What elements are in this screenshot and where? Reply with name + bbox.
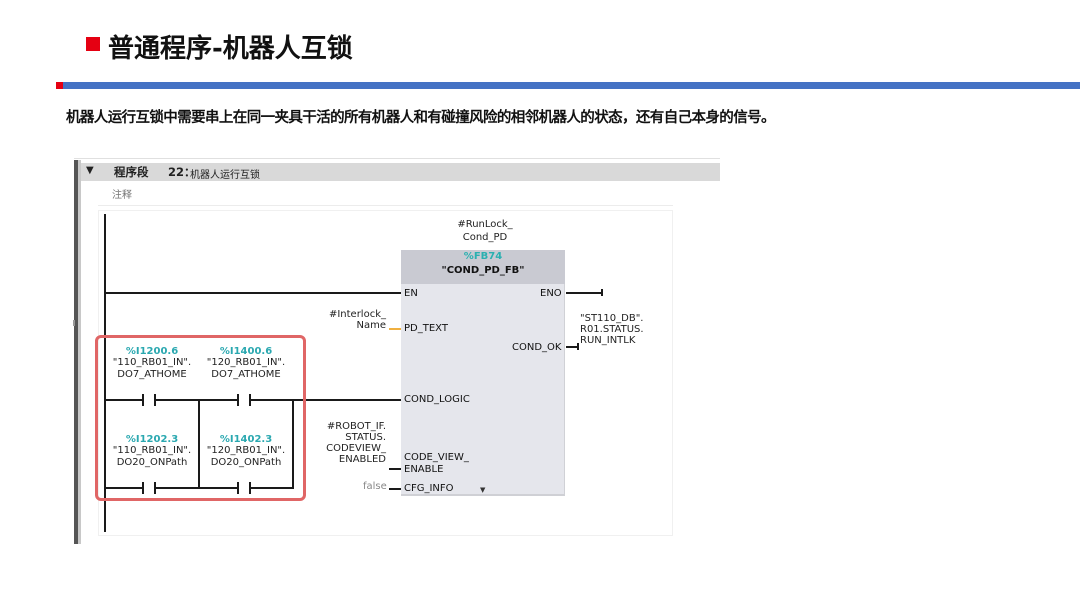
contact-bar — [249, 394, 251, 406]
pin-label-line-1: CODE_VIEW_ — [404, 452, 469, 463]
contact-4-label[interactable]: %I1402.3 "120_RB01_IN". DO20_ONPath — [199, 434, 293, 469]
editor-scrollbar[interactable] — [78, 160, 81, 544]
pin-cond-ok: COND_OK — [512, 342, 562, 353]
contact-bar — [154, 482, 156, 494]
contact-bar — [237, 394, 239, 406]
cfg-info-operand[interactable]: false — [363, 481, 387, 492]
operand-line-1: "ST110_DB". — [580, 313, 644, 324]
contact-1-label[interactable]: %I1200.6 "110_RB01_IN". DO7_ATHOME — [105, 346, 199, 381]
editor-left-rail — [74, 160, 78, 544]
slide-description: 机器人运行互锁中需要串上在同一夹具干活的所有机器人和有碰撞风险的相邻机器人的状态… — [66, 110, 776, 126]
contact-symbol-line-1: "120_RB01_IN". — [206, 357, 286, 368]
pd-text-operand[interactable]: #Interlock_ Name — [320, 309, 386, 331]
code-view-operand[interactable]: #ROBOT_IF. STATUS. CODEVIEW_ ENABLED — [320, 421, 386, 465]
comment-divider — [98, 205, 673, 206]
contact-symbol-line-2: DO7_ATHOME — [211, 369, 281, 380]
cond-ok-wire-end — [577, 343, 579, 350]
network-header[interactable] — [81, 163, 720, 181]
fb-instance-name[interactable]: #RunLock_ Cond_PD — [440, 218, 530, 244]
en-wire — [105, 292, 401, 294]
network-number: 22： — [168, 165, 196, 179]
header-rule — [63, 82, 1080, 89]
cond-logic-wire — [105, 399, 401, 401]
editor-divider — [74, 158, 720, 159]
contact-3-label[interactable]: %I1202.3 "110_RB01_IN". DO20_ONPath — [105, 434, 199, 469]
contact-symbol-line-2: DO7_ATHOME — [117, 369, 187, 380]
pin-en: EN — [404, 288, 418, 299]
instance-line-1: #RunLock_ — [457, 219, 513, 230]
eno-wire — [566, 292, 602, 294]
operand-line-2: R01.STATUS. — [580, 324, 644, 335]
left-power-rail — [104, 214, 106, 532]
collapse-triangle-icon[interactable]: ▼ — [86, 165, 94, 176]
contact-bar — [249, 482, 251, 494]
contact-symbol-line-2: DO20_ONPath — [210, 457, 282, 468]
title-bullet-icon — [86, 37, 100, 51]
scrollbar-grip-icon — [73, 320, 75, 326]
instance-line-2: Cond_PD — [462, 232, 508, 243]
pin-cond-logic: COND_LOGIC — [404, 394, 470, 405]
pin-eno: ENO — [540, 288, 562, 299]
slide-title: 普通程序-机器人互锁 — [108, 34, 353, 64]
parallel-branch-2 — [292, 399, 294, 489]
contact-symbol-line-1: "110_RB01_IN". — [112, 357, 192, 368]
contact-2-label[interactable]: %I1400.6 "120_RB01_IN". DO7_ATHOME — [199, 346, 293, 381]
operand-line-1: #Interlock_ — [328, 309, 386, 320]
contact-bar — [154, 394, 156, 406]
parallel-branch-1 — [198, 399, 200, 489]
pin-code-view-enable: CODE_VIEW_ ENABLE — [404, 452, 469, 476]
cond-ok-wire — [566, 346, 578, 348]
fb-name: "COND_PD_FB" — [441, 265, 525, 276]
contact-address: %I1400.6 — [219, 346, 273, 357]
contact-address: %I1402.3 — [219, 434, 273, 445]
contact-address: %I1202.3 — [125, 434, 179, 445]
contact-bar — [142, 482, 144, 494]
contact-2[interactable] — [237, 394, 251, 406]
operand-line-3: RUN_INTLK — [580, 335, 636, 346]
pin-label-line-2: ENABLE — [404, 464, 444, 475]
network-label: 程序段 — [114, 165, 149, 179]
contact-3[interactable] — [142, 482, 156, 494]
network-comment[interactable]: 注释 — [112, 190, 132, 201]
fb-number: %FB74 — [463, 251, 503, 262]
expand-pins-arrow-icon[interactable]: ▼ — [480, 486, 486, 494]
ladder-canvas[interactable] — [98, 210, 673, 536]
function-block[interactable] — [401, 250, 565, 496]
code-view-wire — [389, 468, 401, 470]
operand-line-3: CODEVIEW_ — [326, 443, 386, 454]
contact-bar — [142, 394, 144, 406]
cfg-info-wire — [389, 488, 401, 490]
network-title[interactable]: 机器人运行互锁 — [190, 170, 260, 181]
header-rule-accent — [56, 82, 63, 89]
operand-line-2: Name — [356, 320, 386, 331]
contact-address: %I1200.6 — [125, 346, 179, 357]
highlight-annotation-box — [95, 335, 306, 501]
eno-wire-end — [601, 289, 603, 296]
contact-symbol-line-1: "110_RB01_IN". — [112, 445, 192, 456]
contact-1[interactable] — [142, 394, 156, 406]
pd-text-wire — [389, 328, 401, 330]
cond-ok-operand[interactable]: "ST110_DB". R01.STATUS. RUN_INTLK — [580, 313, 644, 346]
pin-pd-text: PD_TEXT — [404, 323, 448, 334]
contact-symbol-line-1: "120_RB01_IN". — [206, 445, 286, 456]
contact-symbol-line-2: DO20_ONPath — [116, 457, 188, 468]
operand-line-4: ENABLED — [338, 454, 386, 465]
contact-bar — [237, 482, 239, 494]
function-block-header — [401, 250, 565, 284]
operand-line-2: STATUS. — [345, 432, 386, 443]
contact-4[interactable] — [237, 482, 251, 494]
pin-cfg-info: CFG_INFO — [404, 483, 454, 494]
operand-line-1: #ROBOT_IF. — [326, 421, 386, 432]
